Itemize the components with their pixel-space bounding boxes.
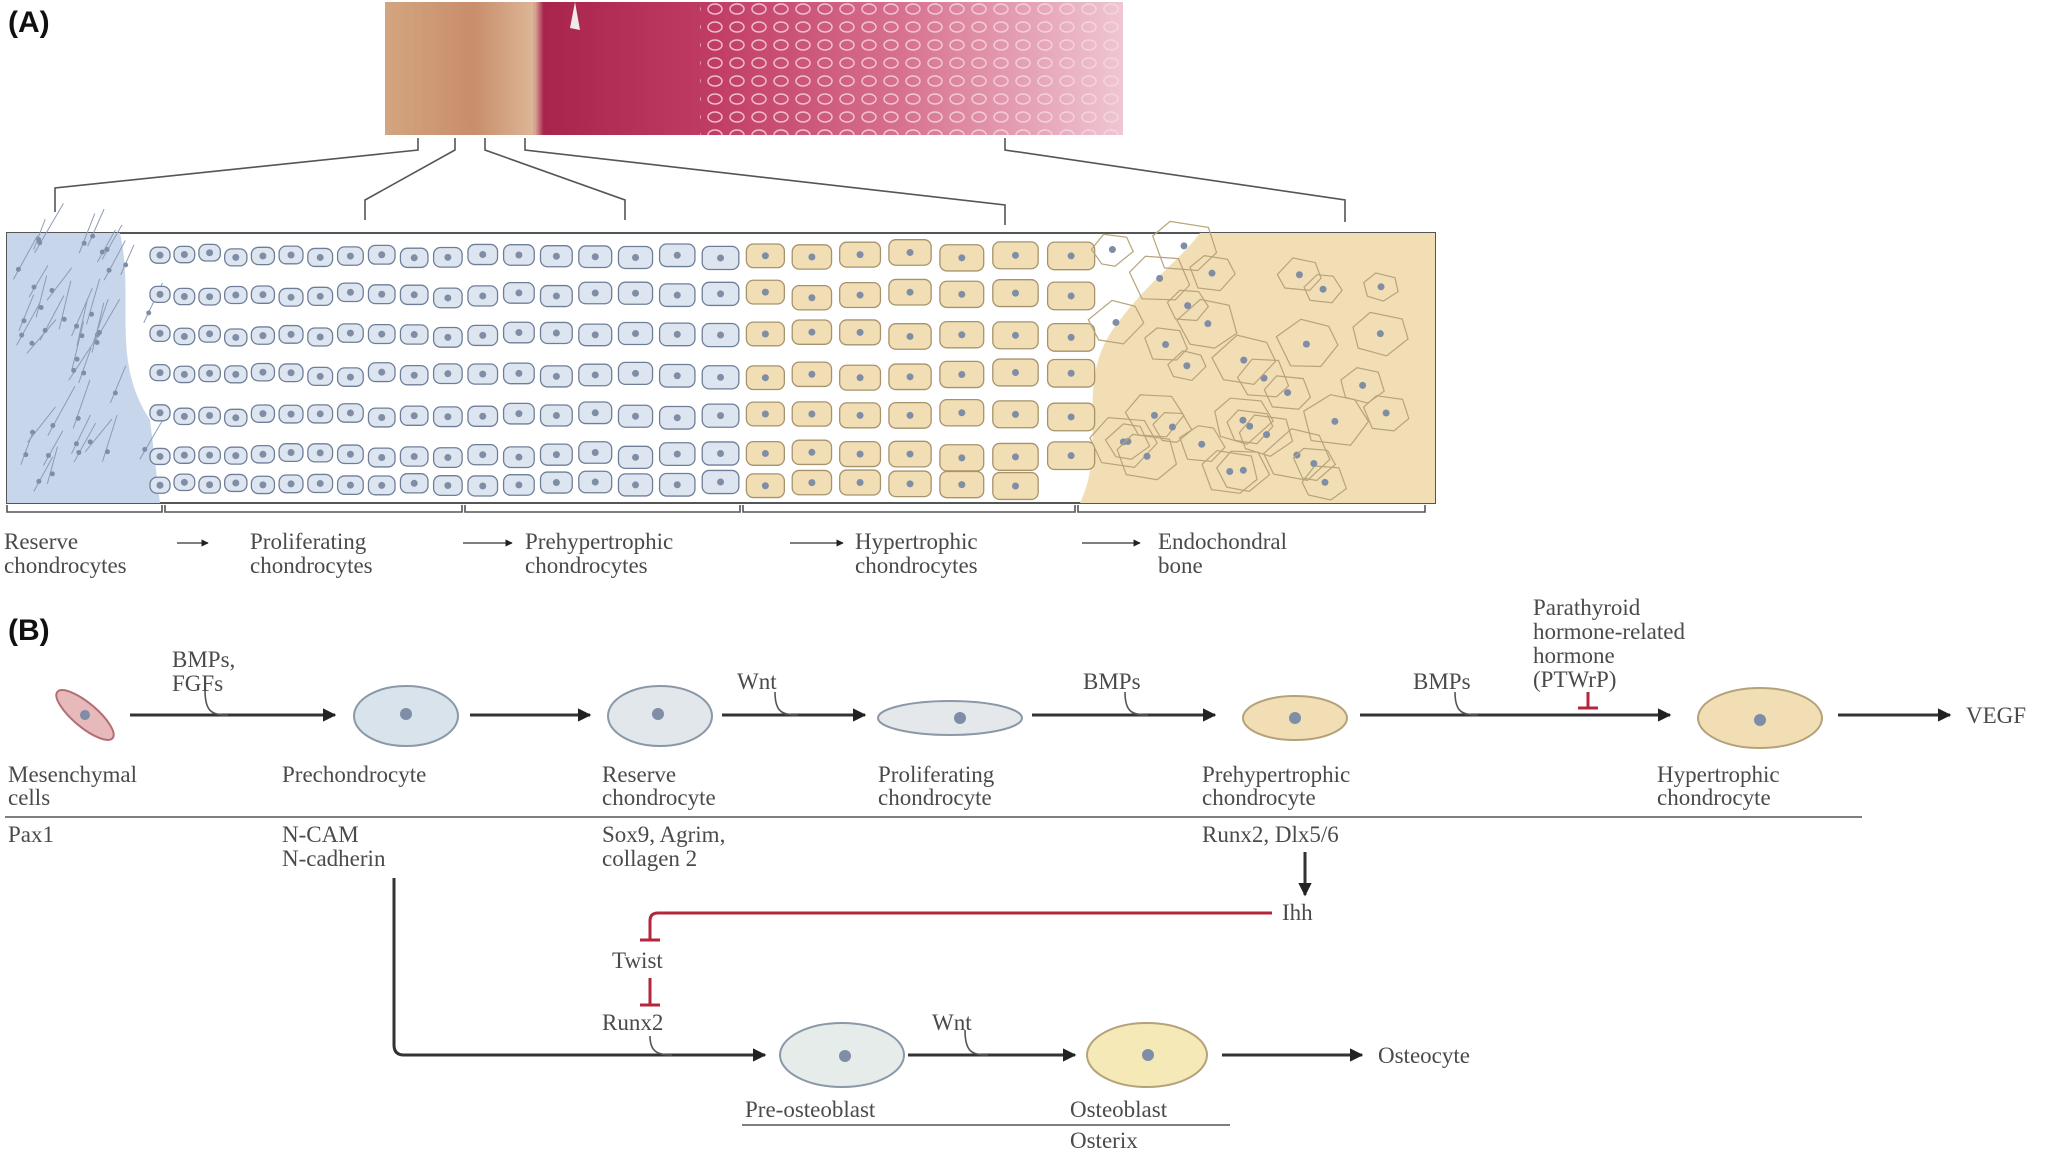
zone-hypertrophic-line2: chondrocytes xyxy=(855,553,978,578)
zone-prehypertrophic-line1: Prehypertrophic xyxy=(525,529,673,554)
zone-labels: Reserve chondrocytes Proliferating chond… xyxy=(4,529,1287,578)
growth-plate-schematic xyxy=(6,203,1436,504)
stage-mesenchymal-line2: cells xyxy=(8,785,50,810)
runx2-label: Runx2 xyxy=(602,1010,663,1035)
zone-endochondral-line1: Endochondral xyxy=(1158,529,1287,554)
pathway-arrows xyxy=(130,689,1952,722)
pre-osteoblast-label: Pre-osteoblast xyxy=(745,1097,876,1122)
pthrp-line2: hormone-related xyxy=(1533,619,1685,644)
zone-endochondral-line2: bone xyxy=(1158,553,1203,578)
stage-hypertrophic-line2: chondrocyte xyxy=(1657,785,1771,810)
pre-osteoblast-cell xyxy=(779,1022,905,1088)
marker-runx2-dlx: Runx2, Dlx5/6 xyxy=(1202,822,1339,847)
mesenchymal-cell xyxy=(55,689,115,741)
panel-b-label: (B) xyxy=(8,614,50,647)
ihh-label: Ihh xyxy=(1282,900,1313,925)
prehypertrophic-chondrocyte-cell xyxy=(1242,695,1348,741)
signal-bmps-2: BMPs xyxy=(1413,669,1471,694)
signal-bmps-1: BMPs xyxy=(1083,669,1141,694)
histology-micrograph xyxy=(385,2,1123,135)
marker-labels: Pax1 N-CAM N-cadherin Sox9, Agrim, colla… xyxy=(8,822,1339,871)
stage-labels: Mesenchymal cells Prechondrocyte Reserve… xyxy=(8,762,1780,810)
stage-proliferating-line2: chondrocyte xyxy=(878,785,992,810)
signal-labels: BMPs, FGFs Wnt BMPs BMPs Parathyroid hor… xyxy=(172,595,2026,728)
signal-bmps-fgfs-line2: FGFs xyxy=(172,671,223,696)
marker-ncam: N-CAM xyxy=(282,822,359,847)
zone-reserve-line2: chondrocytes xyxy=(4,553,127,578)
signal-wnt: Wnt xyxy=(737,669,777,694)
zone-reserve-line1: Reserve xyxy=(4,529,78,554)
signal-bmps-fgfs-line1: BMPs, xyxy=(172,647,235,672)
marker-ncadherin: N-cadherin xyxy=(282,846,386,871)
pthrp-line3: hormone xyxy=(1533,643,1615,668)
proliferating-chondrocyte-cell xyxy=(877,700,1023,736)
osteocyte-label: Osteocyte xyxy=(1378,1043,1470,1068)
panel-a-label: (A) xyxy=(8,6,50,39)
stage-hypertrophic-line1: Hypertrophic xyxy=(1657,762,1780,787)
vegf-label: VEGF xyxy=(1966,703,2026,728)
chondrocyte-cells xyxy=(12,203,1410,501)
osteoblast-cell xyxy=(1086,1022,1208,1088)
zone-hypertrophic-line1: Hypertrophic xyxy=(855,529,978,554)
stage-reserve-line2: chondrocyte xyxy=(602,785,716,810)
stage-reserve-line1: Reserve xyxy=(602,762,676,787)
zone-connectors xyxy=(54,138,1346,225)
marker-sox9: Sox9, Agrim, xyxy=(602,822,725,847)
osteogenic-regulation: Ihh Twist Runx2 Wnt Osteocyte Pre-osteob… xyxy=(392,852,1470,1152)
osterix-label: Osterix xyxy=(1070,1128,1138,1152)
twist-label: Twist xyxy=(612,948,663,973)
prechondrocyte-cell xyxy=(353,685,459,747)
stage-proliferating-line1: Proliferating xyxy=(878,762,995,787)
marker-pax1: Pax1 xyxy=(8,822,54,847)
marker-collagen2: collagen 2 xyxy=(602,846,697,871)
osteoblast-label: Osteoblast xyxy=(1070,1097,1168,1122)
stage-prechondrocyte: Prechondrocyte xyxy=(282,762,426,787)
zone-proliferating-line2: chondrocytes xyxy=(250,553,373,578)
pthrp-line4: (PTWrP) xyxy=(1533,667,1616,692)
stage-mesenchymal-line1: Mesenchymal xyxy=(8,762,137,787)
osteo-wnt-label: Wnt xyxy=(932,1010,972,1035)
zone-proliferating-line1: Proliferating xyxy=(250,529,367,554)
pathway-cells xyxy=(55,685,1823,1088)
stage-prehypertrophic-line2: chondrocyte xyxy=(1202,785,1316,810)
pthrp-line1: Parathyroid xyxy=(1533,595,1641,620)
stage-prehypertrophic-line1: Prehypertrophic xyxy=(1202,762,1350,787)
hypertrophic-chondrocyte-cell xyxy=(1697,687,1823,749)
reserve-chondrocyte-cell xyxy=(607,685,713,747)
zone-brackets xyxy=(6,505,1426,513)
zone-prehypertrophic-line2: chondrocytes xyxy=(525,553,648,578)
